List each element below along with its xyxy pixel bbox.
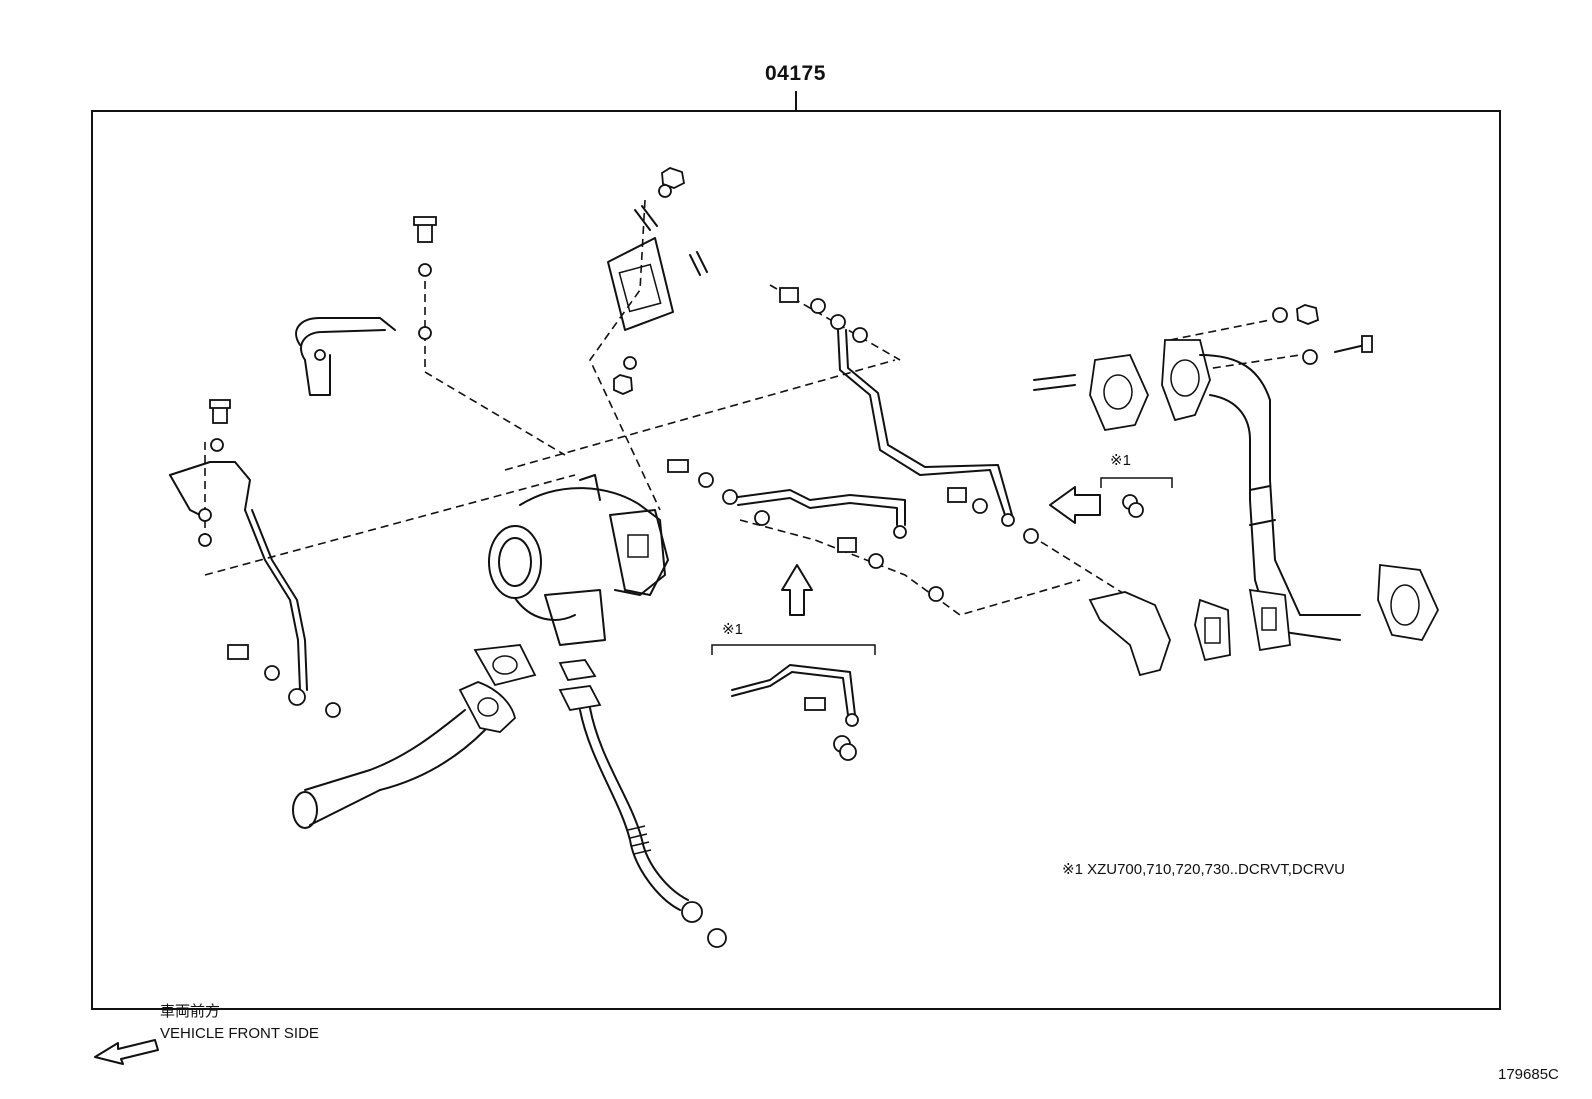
direction-arrows xyxy=(94,486,1101,1065)
upper-right-oil-line xyxy=(779,287,1039,544)
variant-marker-center: ※1 xyxy=(722,621,743,638)
turbocharger-assembly xyxy=(488,474,669,646)
variant-bracket-right xyxy=(1100,477,1173,518)
variant-marker-right: ※1 xyxy=(1110,452,1131,469)
upper-left-pipe xyxy=(295,216,437,396)
right-bracket-and-gasket xyxy=(1033,354,1231,677)
variant-footnote: ※1 XZU700,710,720,730..DCRVT,DCRVU xyxy=(1062,861,1345,878)
center-oil-feed-line xyxy=(667,459,944,602)
figure-id: 179685C xyxy=(1498,1066,1559,1083)
intake-elbow-pipe xyxy=(292,644,537,829)
part-number-label: 04175 xyxy=(765,62,826,85)
right-exhaust-pipe xyxy=(1161,304,1440,652)
outlet-flange-with-studs xyxy=(607,167,708,395)
variant-bracket-center xyxy=(711,644,876,761)
vehicle-front-label-en: VEHICLE FRONT SIDE xyxy=(160,1025,319,1042)
vehicle-front-label-jp: 車両前方 xyxy=(160,1002,221,1020)
left-oil-line xyxy=(169,399,341,718)
oil-drain-line xyxy=(558,659,727,948)
